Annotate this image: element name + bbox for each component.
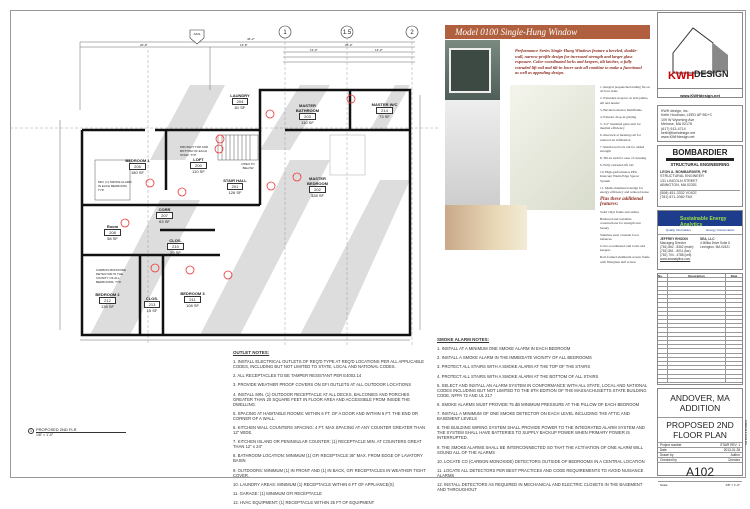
revision-row [658, 315, 742, 321]
energy-block: Sustainable Energy Analytics Quality Inf… [657, 210, 743, 270]
svg-text:2: 2 [410, 30, 414, 36]
revision-row [658, 336, 742, 341]
sheet-title: PROPOSED 2ND FLOOR PLAN [658, 418, 742, 443]
brochure-intro: Performance Series Single-Hung Windows f… [515, 48, 642, 76]
revision-row [658, 278, 742, 283]
revision-row [658, 311, 742, 316]
revision-row [658, 349, 742, 354]
window-photo [445, 40, 500, 100]
print-stamp: 1/28/2013 4:00:54 PM [744, 420, 747, 445]
outlet-notes: OUTLET NOTES: 1. INSTALL ELECTRICAL OUTL… [233, 350, 426, 506]
revision-row [658, 324, 742, 329]
family-photo [445, 205, 527, 250]
smoke-alarm-notes: SMOKE ALARM NOTES: 1. INSTALL AT A MINIM… [437, 337, 648, 493]
revision-row [658, 378, 742, 383]
window-section-cutaway [510, 85, 595, 210]
revision-row [658, 328, 742, 333]
dimension: 13'-8" [240, 43, 248, 47]
revision-row [658, 353, 742, 358]
feature-list: 1. Integral prepunched nailing fin on al… [600, 85, 650, 264]
firm-url: www.KWHdesign.net [658, 88, 742, 98]
annotation: CARBON MONOXIDE DETECTOR IN THE VICINITY… [96, 268, 127, 284]
revision-row [658, 320, 742, 325]
revision-row [658, 345, 742, 350]
annotation: PROTECT TOP AND BOTTOM OF EACH STAIR, TY… [180, 145, 209, 157]
annotation: MIN. (1) SMOKE ALARM IN EACH BEDROOM, TY… [98, 180, 132, 192]
view-title: PROPOSED 2ND FLR [36, 427, 126, 433]
revision-row [658, 370, 742, 375]
revision-row [658, 332, 742, 337]
revision-row [658, 290, 742, 295]
dimension: 20'-8" [140, 43, 148, 47]
svg-text:KWH: KWH [668, 70, 694, 82]
view-number: 1 [28, 428, 34, 434]
revision-row [658, 303, 742, 308]
revision-row [658, 307, 742, 312]
view-reference[interactable]: A201 [193, 32, 201, 36]
dimension: 13'-0" [310, 48, 318, 52]
revision-row [658, 294, 742, 300]
sheet-title-block: ANDOVER, MA ADDITION PROPOSED 2ND FLOOR … [657, 388, 743, 487]
smoke-alarm-markers [120, 94, 356, 280]
brochure-title: Model 0100 Single-Hung Window [445, 25, 650, 39]
sheet-border [10, 10, 746, 478]
spec-panel [445, 100, 500, 210]
stair [94, 134, 366, 201]
view-scale: 1/8" = 1'-0" [36, 433, 54, 437]
svg-text:1: 1 [283, 30, 287, 36]
revision-row [658, 299, 742, 304]
revision-row [658, 286, 742, 291]
overall-dimension: 46'-2" [247, 37, 255, 41]
open-to-below-label: OPEN TO BELOW [241, 162, 255, 170]
dimension: 26'-0" [345, 43, 353, 47]
shadow-hatch [90, 85, 410, 335]
firm-info: KWH design, inc.Keith Houlman, LEED AP B… [657, 105, 743, 142]
project-name: ANDOVER, MA ADDITION [658, 389, 742, 418]
revision-row [658, 361, 742, 367]
revision-row [658, 374, 742, 379]
svg-text:1.5: 1.5 [343, 30, 352, 36]
svg-text:DESIGN: DESIGN [694, 69, 729, 79]
revision-row [658, 282, 742, 287]
sheet-number: A102 [658, 463, 742, 482]
revision-row [658, 341, 742, 346]
engineer-block: BOMBARDIER STRUCTURAL ENGINEERING LEON A… [657, 145, 743, 207]
grid-bubbles [189, 25, 419, 45]
revision-row [658, 366, 742, 371]
dimension: 13'-0" [375, 48, 383, 52]
revision-row [658, 357, 742, 362]
